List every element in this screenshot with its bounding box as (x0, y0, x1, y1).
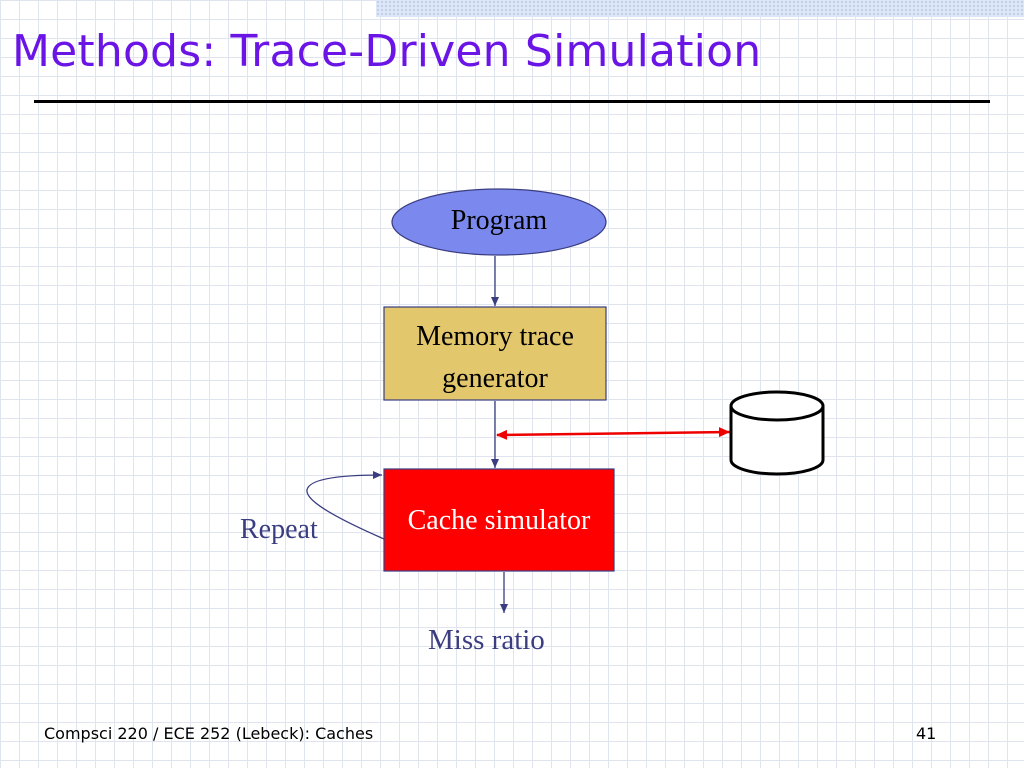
memory-trace-generator-line-1: Memory trace (416, 321, 574, 352)
miss-ratio-label: Miss ratio (428, 624, 545, 656)
title-underline (34, 100, 990, 103)
repeat-loop-arrow (306, 471, 385, 540)
cache-simulator-node (383, 468, 615, 572)
repeat-label: Repeat (240, 514, 318, 545)
header-band (376, 0, 1024, 17)
trace-storage-icon (729, 390, 825, 476)
program-label: Program (450, 205, 548, 236)
memory-trace-generator-line-2: generator (442, 363, 548, 394)
cache-simulator-label: Cache simulator (407, 505, 591, 536)
page-number: 41 (916, 724, 937, 743)
program-node (391, 188, 607, 256)
slide-footer: Compsci 220 / ECE 252 (Lebeck): Caches (44, 724, 374, 743)
arrow-trace-storage-bidirectional (496, 427, 731, 440)
memory-trace-generator-label: Memory trace generator (384, 316, 606, 400)
memory-trace-generator-node (383, 306, 607, 401)
slide-title: Methods: Trace-Driven Simulation (12, 26, 762, 77)
